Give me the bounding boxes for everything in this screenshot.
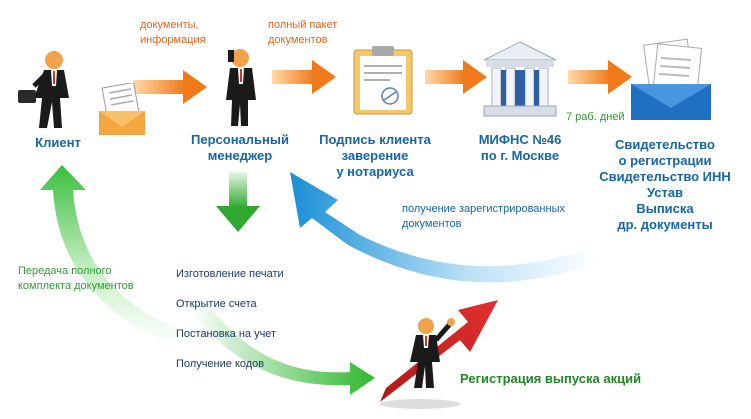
blue-envelope-documents-icon bbox=[631, 38, 711, 120]
arrow-label-documents-info: документы, информация bbox=[140, 19, 206, 46]
node-notary: Подпись клиента заверение у нотариуса bbox=[319, 132, 431, 179]
orange-arrow-4 bbox=[568, 60, 632, 94]
services-list: Изготовление печати Открытие счета Поста… bbox=[176, 252, 284, 387]
service-item: Получение кодов bbox=[176, 358, 265, 370]
successful-businessman-icon bbox=[410, 318, 455, 388]
service-item: Постановка на учет bbox=[176, 328, 277, 340]
handover-label: Передача полного комплекта документов bbox=[18, 265, 134, 292]
node-manager: Персональный менеджер bbox=[191, 132, 289, 163]
red-growth-arrow bbox=[380, 300, 498, 409]
node-tax-office: МИФНС №46 по г. Москве bbox=[478, 132, 562, 163]
node-client: Клиент bbox=[35, 135, 81, 150]
blue-return-arc bbox=[290, 172, 598, 283]
node-result-documents: Свидетельство о регистрации Свидетельств… bbox=[599, 137, 731, 232]
arrow-label-days: 7 раб. дней bbox=[566, 111, 625, 123]
green-left-arc bbox=[40, 165, 180, 345]
businessman-icon bbox=[18, 51, 69, 128]
arrow-label-full-package: полный пакет документов bbox=[268, 19, 338, 46]
orange-arrow-1 bbox=[133, 70, 207, 104]
clipboard-icon bbox=[353, 46, 413, 115]
manager-phone-icon bbox=[226, 49, 256, 126]
envelope-documents-icon bbox=[99, 83, 145, 135]
service-item: Открытие счета bbox=[176, 298, 257, 310]
government-building-icon bbox=[483, 41, 557, 117]
orange-arrow-2 bbox=[272, 60, 336, 94]
orange-arrow-3 bbox=[425, 60, 487, 94]
result-label: Регистрация выпуска акций bbox=[460, 371, 642, 386]
green-bottom-arc bbox=[190, 300, 375, 395]
service-item: Изготовление печати bbox=[176, 268, 284, 280]
return-arrow-label: получение зарегистрированных документов bbox=[402, 203, 565, 230]
green-down-arrow bbox=[216, 172, 260, 232]
